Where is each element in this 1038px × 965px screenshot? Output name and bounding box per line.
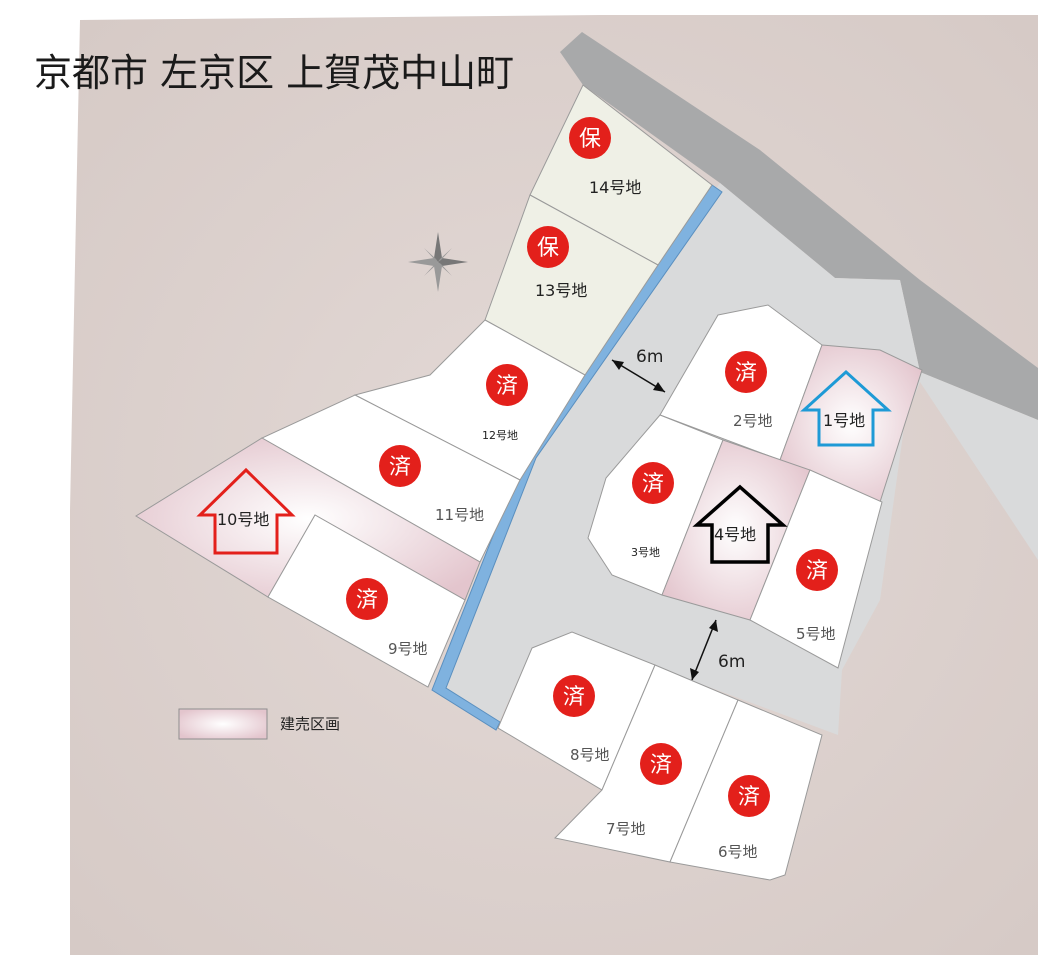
road-width-label-south: 6m bbox=[718, 652, 745, 672]
arrow-up-icon-lot-1 bbox=[800, 369, 892, 447]
lot-label-14: 14号地 bbox=[589, 178, 641, 197]
lot-label-12: 12号地 bbox=[482, 429, 518, 442]
sold-badge-6: 済 bbox=[728, 775, 770, 817]
reserved-badge-13: 保 bbox=[527, 226, 569, 268]
sold-badge-11: 済 bbox=[379, 445, 421, 487]
lot-label-8: 8号地 bbox=[570, 746, 610, 764]
svg-text:済: 済 bbox=[356, 588, 378, 613]
road-width-label-north: 6m bbox=[636, 347, 663, 367]
lot-label-13: 13号地 bbox=[535, 281, 587, 300]
legend-label: 建売区画 bbox=[280, 715, 340, 733]
arrow-up-icon-lot-4 bbox=[692, 484, 788, 564]
road-width-marker-north: 6m bbox=[611, 347, 666, 393]
lot-label-5: 5号地 bbox=[796, 625, 836, 643]
lot-label-6: 6号地 bbox=[718, 843, 758, 861]
reserved-badge-14: 保 bbox=[569, 117, 611, 159]
svg-text:済: 済 bbox=[563, 685, 585, 710]
map-title: 京都市 左京区 上賀茂中山町 bbox=[34, 51, 514, 95]
lot-label-1: 1号地 bbox=[823, 411, 865, 430]
sold-badge-5: 済 bbox=[796, 549, 838, 591]
sold-badge-8: 済 bbox=[553, 675, 595, 717]
arrow-up-icon-lot-10 bbox=[196, 467, 296, 555]
lot-label-9: 9号地 bbox=[388, 640, 428, 658]
legend-swatch bbox=[178, 708, 268, 740]
lot-label-2: 2号地 bbox=[733, 412, 773, 430]
road-width-marker-south: 6m bbox=[690, 619, 745, 681]
lot-label-11: 11号地 bbox=[435, 506, 484, 524]
svg-text:済: 済 bbox=[738, 785, 760, 810]
lot-label-4: 4号地 bbox=[714, 525, 756, 544]
svg-text:済: 済 bbox=[496, 374, 518, 399]
lot-label-10: 10号地 bbox=[217, 510, 269, 529]
lot-label-7: 7号地 bbox=[606, 820, 646, 838]
svg-text:保: 保 bbox=[537, 236, 559, 261]
svg-text:済: 済 bbox=[806, 559, 828, 584]
svg-text:済: 済 bbox=[735, 361, 757, 386]
svg-text:済: 済 bbox=[650, 753, 672, 778]
svg-text:済: 済 bbox=[389, 455, 411, 480]
main-road bbox=[560, 32, 1038, 420]
sold-badge-3: 済 bbox=[632, 462, 674, 504]
compass-rose-icon bbox=[408, 232, 468, 292]
lot-label-3: 3号地 bbox=[631, 546, 660, 559]
sold-badge-2: 済 bbox=[725, 351, 767, 393]
svg-text:済: 済 bbox=[642, 472, 664, 497]
svg-text:保: 保 bbox=[579, 127, 601, 152]
sold-badge-9: 済 bbox=[346, 578, 388, 620]
sold-badge-7: 済 bbox=[640, 743, 682, 785]
legend: 建売区画 bbox=[178, 708, 340, 740]
lot-1[interactable] bbox=[779, 344, 923, 503]
sold-badge-12: 済 bbox=[486, 364, 528, 406]
